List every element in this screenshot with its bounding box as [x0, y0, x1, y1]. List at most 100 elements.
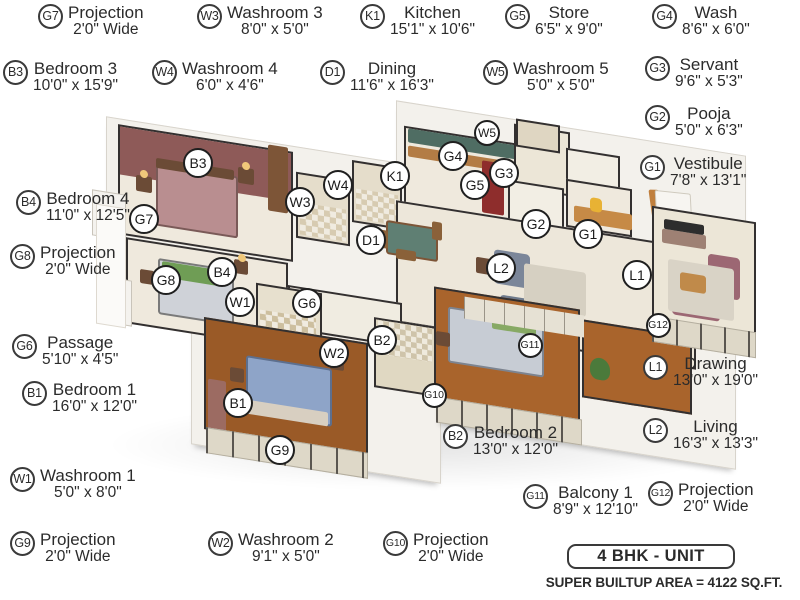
legend-badge-w5: W5: [483, 60, 508, 85]
plan-pin-g11: G11: [517, 332, 543, 358]
lamp-3-left: [140, 169, 148, 179]
legend-room-name: Washroom 1: [40, 466, 136, 485]
legend-room-name: Bedroom 1: [52, 380, 137, 399]
legend-room-dimension: 11'6" x 16'3": [350, 76, 434, 94]
legend-room-name: Wash: [694, 3, 738, 22]
plan-pin-w4: W4: [323, 170, 353, 200]
dining-chair-2: [432, 221, 442, 241]
plan-pin-g10: G10: [421, 382, 447, 408]
plan-pin-g4: G4: [438, 141, 468, 171]
legend-badge-g11: G11: [523, 484, 548, 509]
legend-room-name: Drawing: [684, 354, 747, 373]
legend-room-name: Vestibule: [673, 154, 743, 173]
super-builtup-area-label: SUPER BUILTUP AREA = 4122 SQ.FT.: [545, 575, 783, 590]
nightstand-1-left: [230, 366, 244, 384]
lamp-4: [238, 253, 246, 263]
legend-room-name: Washroom 5: [513, 59, 609, 78]
legend-badge-b1: B1: [22, 381, 47, 406]
legend-room-name: Projection: [68, 3, 144, 22]
plan-pin-g9: G9: [265, 435, 295, 465]
lamp-3-right: [242, 161, 250, 171]
legend-room-dimension: 13'0" x 12'0": [473, 440, 559, 458]
legend-badge-g8: G8: [10, 244, 35, 269]
plan-pin-g2: G2: [521, 209, 551, 239]
pooja-idol: [590, 197, 602, 213]
legend-room-name: Pooja: [687, 104, 731, 123]
legend-badge-b3: B3: [3, 60, 28, 85]
plan-pin-w1: W1: [225, 287, 255, 317]
legend-room-dimension: 16'0" x 12'0": [52, 397, 138, 415]
unit-type-label: 4 BHK - UNIT: [597, 547, 705, 565]
plan-pin-w2: W2: [319, 338, 349, 368]
legend-room-name: Washroom 2: [238, 530, 334, 549]
plan-pin-b2: B2: [367, 325, 397, 355]
legend-room-dimension: 6'0" x 4'6": [195, 76, 264, 94]
legend-room-name: Washroom 3: [227, 3, 323, 22]
legend-room-dimension: 16'3" x 13'3": [673, 434, 759, 452]
plan-pin-g3: G3: [489, 158, 519, 188]
nightstand-2: [436, 330, 450, 348]
legend-room-dimension: 15'1" x 10'6": [390, 20, 476, 38]
plan-pin-l2: L2: [486, 253, 516, 283]
legend-room-dimension: 5'0" x 6'3": [675, 121, 743, 139]
legend-room-name: Bedroom 3: [33, 59, 118, 78]
legend-badge-l1: L1: [643, 355, 668, 380]
legend-room-dimension: 9'1" x 5'0": [251, 547, 320, 565]
legend-room-dimension: 2'0" Wide: [683, 497, 749, 515]
legend-badge-d1: D1: [320, 60, 345, 85]
legend-badge-g5: G5: [505, 4, 530, 29]
plan-pin-b3: B3: [183, 148, 213, 178]
plan-pin-b1: B1: [223, 388, 253, 418]
legend-room-dimension: 2'0" Wide: [45, 260, 111, 278]
legend-badge-l2: L2: [643, 418, 668, 443]
legend-room-dimension: 5'0" x 8'0": [53, 483, 122, 501]
legend-room-name: Projection: [413, 530, 489, 549]
legend-room-dimension: 11'0" x 12'5": [46, 206, 130, 224]
legend-room-dimension: 5'0" x 5'0": [526, 76, 595, 94]
legend-badge-g10: G10: [383, 531, 408, 556]
plan-pin-g8: G8: [151, 265, 181, 295]
legend-badge-k1: K1: [360, 4, 385, 29]
legend-room-dimension: 9'6" x 5'3": [675, 72, 743, 90]
plan-pin-g6: G6: [292, 288, 322, 318]
legend-room-name: Washroom 4: [182, 59, 278, 78]
legend-room-dimension: 2'0" Wide: [418, 547, 484, 565]
